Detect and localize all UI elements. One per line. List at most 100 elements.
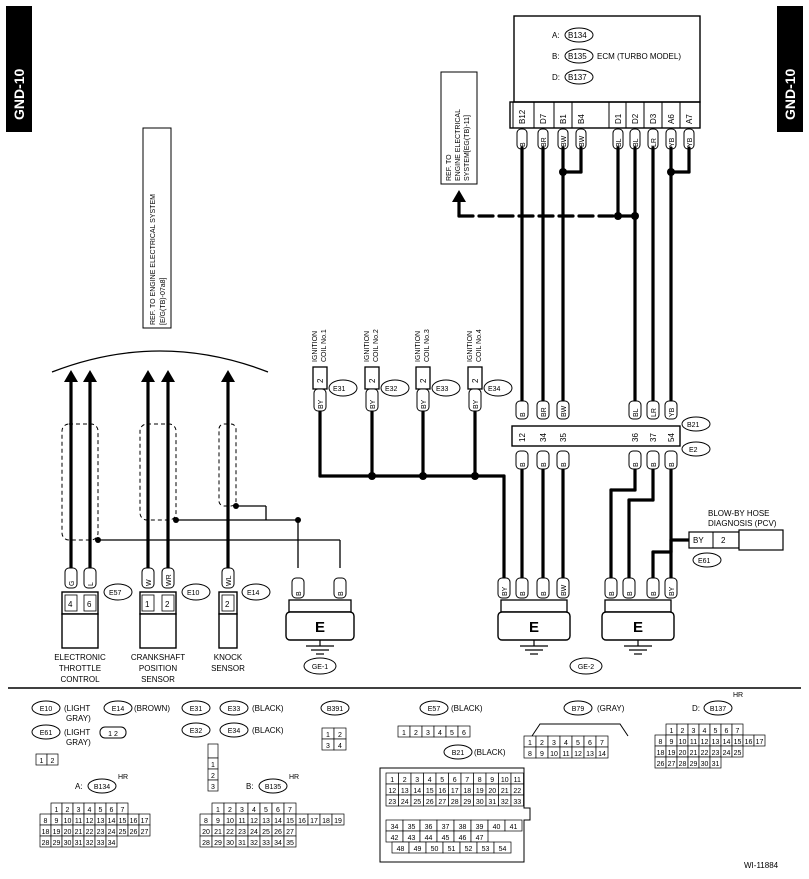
b79-pin: 1 — [528, 740, 532, 747]
ecm-pin-label: A6 — [667, 114, 676, 124]
b21-wire-bottom-box — [556, 450, 570, 470]
big-top-pin: 30 — [476, 799, 484, 806]
coil-wire-label: BY — [421, 399, 428, 409]
ecm-line-a-prefix: A: — [552, 31, 560, 40]
a-b134-pin: 24 — [108, 829, 116, 836]
d-b137-pin: 29 — [690, 761, 698, 768]
d-b137-pin: 10 — [679, 739, 687, 746]
coil-pin: 2 — [419, 378, 428, 383]
legend-e14-oval — [103, 700, 133, 716]
b-b135-pin: 17 — [310, 818, 318, 825]
ground-wire-label: BY — [669, 586, 676, 596]
big-bottom-pin: 44 — [425, 835, 433, 842]
d-b137-pin: 8 — [659, 739, 663, 746]
big-top-pin: 29 — [463, 799, 471, 806]
ground-wire-label: BY — [502, 586, 509, 596]
d-b137-cell — [731, 745, 744, 758]
big-top-pin: 11 — [514, 777, 521, 784]
a-b134-cell — [105, 835, 118, 848]
b21-pin: 36 — [631, 433, 640, 442]
legend-e34: E34 — [228, 728, 241, 735]
ground-wire-label: B — [520, 591, 527, 596]
b21-wire-bottom-box — [664, 450, 678, 470]
d-b137-pin: 22 — [701, 750, 709, 757]
legend-b137-oval — [703, 700, 733, 716]
d-b137-pin: 20 — [679, 750, 687, 757]
ground-wire-label-box — [536, 577, 550, 599]
b21-wire-top: BW — [561, 405, 568, 417]
ecm-wire-label: BW — [561, 135, 568, 147]
e2-oval — [681, 441, 711, 457]
b79-pin: 12 — [574, 751, 582, 758]
b-b135-pin: 1 — [216, 807, 220, 814]
b-b135-pin: 12 — [250, 818, 258, 825]
a-b134-pin: 4 — [88, 807, 92, 814]
b-b135-pin: 3 — [240, 807, 244, 814]
d-b137-pin: 13 — [712, 739, 720, 746]
coil-wire-label-box — [416, 388, 430, 412]
connector-legend: E10(LIGHTGRAY)E14(BROWN)E61(LIGHTGRAY)1 … — [31, 692, 766, 863]
legend-b135: B135 — [265, 784, 281, 791]
big-top-pin: 31 — [488, 799, 496, 806]
ecm-ref-b137: B137 — [568, 73, 587, 82]
b79-cell — [595, 746, 609, 759]
d-b137-pin: 23 — [712, 750, 720, 757]
d-b137-pin: 11 — [690, 739, 697, 746]
b21-wire-top-box — [536, 400, 550, 420]
sensor-name-line: SENSOR — [211, 664, 245, 673]
ground-wire-label-box — [497, 577, 511, 599]
legend-b134-oval — [87, 778, 117, 794]
sensor-wire-label-box — [141, 567, 155, 589]
big-top-pin: 18 — [463, 788, 471, 795]
b-b135-cell — [283, 835, 297, 848]
legend-d-ref: D: — [692, 704, 700, 713]
sensor-name-line: CRANKSHAFT — [131, 653, 185, 662]
tower-pin: 1 — [211, 762, 215, 769]
coil-connector-body — [364, 366, 380, 390]
b391-pin: 1 — [326, 732, 330, 739]
ecm-pin-label: A7 — [685, 114, 694, 124]
big-bottom-pin: 38 — [459, 824, 467, 831]
ground-wire-label-box — [333, 577, 347, 599]
legend-b391: B391 — [327, 706, 343, 713]
a-b134-pin: 23 — [97, 829, 105, 836]
b-b135-pin: 6 — [276, 807, 280, 814]
legend-light-gray-3: (LIGHT — [64, 728, 90, 737]
coil-label-line1: IGNITION — [467, 331, 474, 362]
d-b137-pin: 6 — [725, 728, 729, 735]
legend-brown: (BROWN) — [134, 704, 170, 713]
d-b137-pin: 4 — [703, 728, 707, 735]
sensor-name-line: SENSOR — [141, 675, 175, 684]
b79-pin: 6 — [588, 740, 592, 747]
b-b135-pin: 13 — [262, 818, 270, 825]
b79-pin: 10 — [550, 751, 558, 758]
d-b137-pin: 28 — [679, 761, 687, 768]
b21-wire-bottom: B — [633, 462, 640, 467]
legend-e10-oval — [31, 700, 61, 716]
pcv-wire-label: BY — [693, 536, 704, 545]
coil-conn-label: E34 — [488, 386, 501, 393]
sensor-name-line: CONTROL — [60, 675, 100, 684]
b21-wire-bottom: B — [669, 462, 676, 467]
sensor-pin: 4 — [68, 600, 73, 609]
b21-wire-bottom: B — [541, 462, 548, 467]
a-b134-pin: 17 — [141, 818, 149, 825]
ecm-wire-label: BW — [579, 135, 586, 147]
b21-pin: 34 — [539, 433, 548, 442]
coil-label-line2: COIL No.1 — [321, 329, 328, 362]
sensor-conn-oval — [181, 583, 211, 601]
a-b134-pin: 3 — [77, 807, 81, 814]
b-b135-pin: 33 — [262, 840, 270, 847]
sensor-name-line: THROTTLE — [59, 664, 101, 673]
legend-hr-d: HR — [733, 692, 743, 699]
big-top-pin: 15 — [426, 788, 434, 795]
coil-wire-label-box — [468, 388, 482, 412]
big-bottom-pin: 37 — [442, 824, 450, 831]
coil-conn-oval — [380, 379, 410, 397]
big-bottom-pin: 35 — [408, 824, 416, 831]
a-b134-pin: 13 — [97, 818, 105, 825]
coil-wire-label: BY — [318, 399, 325, 409]
b21-wire-bottom: B — [520, 462, 527, 467]
